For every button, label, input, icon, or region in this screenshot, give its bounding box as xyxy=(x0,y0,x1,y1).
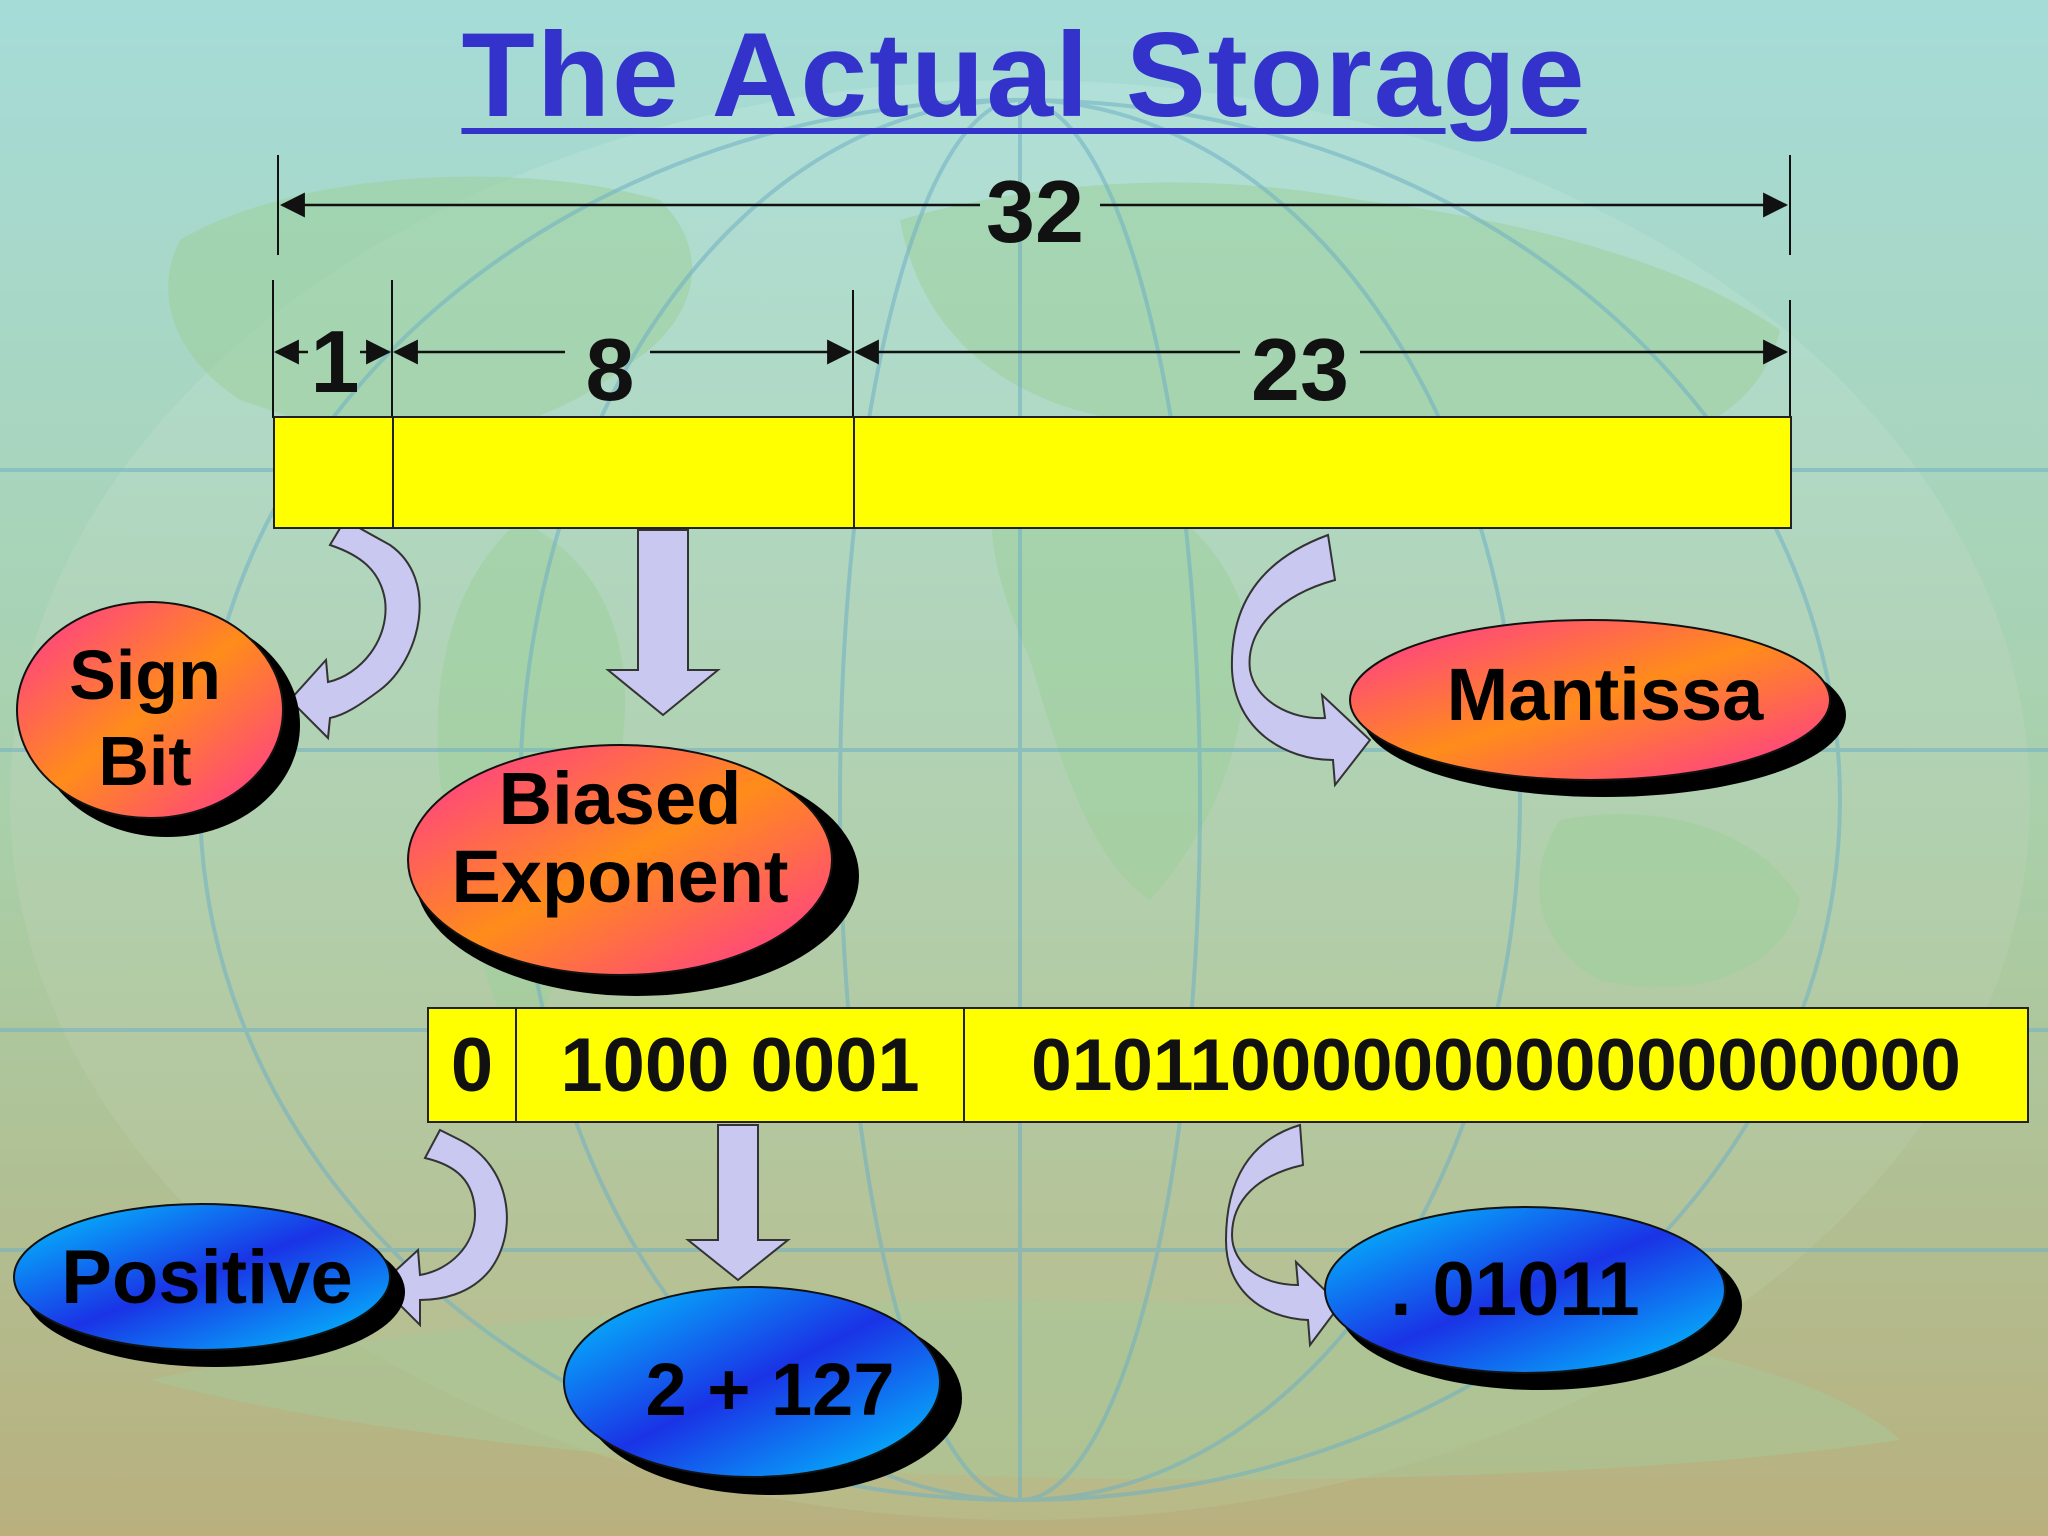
example-mantissa-bits: 01011000000000000000000 xyxy=(963,1007,2029,1123)
biased-exponent-label-line-1: Biased xyxy=(498,757,742,840)
sign-width-label: 1 xyxy=(310,312,360,411)
exponent-down-arrow xyxy=(605,529,721,717)
exponent-value-label: 2 + 127 xyxy=(645,1348,895,1431)
biased-exponent-label-line-2: Exponent xyxy=(451,835,789,918)
slide-title: The Actual Storage xyxy=(461,8,1587,142)
mantissa-label: Mantissa xyxy=(1446,653,1764,736)
mantissa-value-label: . 01011 xyxy=(1390,1247,1640,1332)
mantissa-width-label: 23 xyxy=(1251,320,1349,419)
sign-bit-label-line-1: Sign xyxy=(69,636,221,714)
mantissa-curved-arrow xyxy=(1230,533,1372,788)
exponent-width-label: 8 xyxy=(585,320,635,419)
mantissa-field xyxy=(853,416,1792,529)
positive-oval xyxy=(13,1203,391,1351)
sign-bit-label: Sign Bit xyxy=(40,632,250,804)
mantissa-oval xyxy=(1349,619,1831,781)
sign-bit-label-line-2: Bit xyxy=(98,722,192,800)
mantissa-value-curved-arrow xyxy=(1224,1123,1342,1348)
sign-oval xyxy=(16,601,284,819)
exponent-value-down-arrow xyxy=(685,1124,791,1282)
exponent-field xyxy=(392,416,855,529)
positive-label: Positive xyxy=(61,1235,353,1320)
example-sign-bit: 0 xyxy=(427,1007,517,1123)
biased-exponent-label: Biased Exponent xyxy=(420,760,820,916)
exponent-value-oval xyxy=(563,1286,941,1478)
example-exponent-bits: 1000 0001 xyxy=(515,1007,965,1123)
positive-curved-arrow xyxy=(378,1128,508,1328)
sign-field xyxy=(273,416,394,529)
sign-curved-arrow xyxy=(288,518,421,741)
exponent-oval xyxy=(407,744,833,976)
mantissa-value-oval xyxy=(1324,1206,1726,1374)
total-width-label: 32 xyxy=(986,162,1084,261)
